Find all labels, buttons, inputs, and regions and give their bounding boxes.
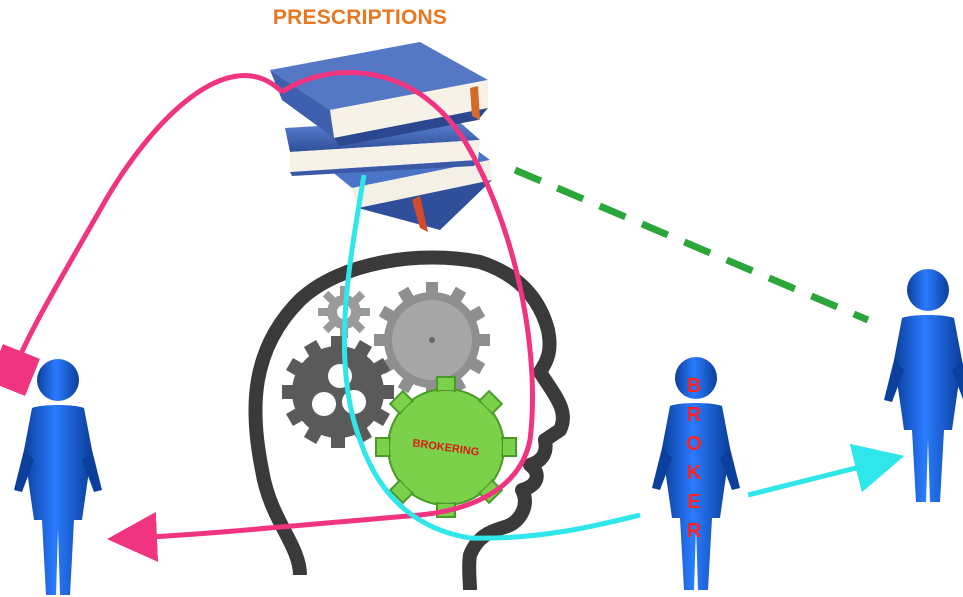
broker-letter: K [686, 462, 702, 484]
cyan-arrow-to-right-person [747, 443, 905, 498]
broker-letter: R [686, 520, 702, 542]
left-person-icon [14, 359, 102, 595]
dashed-connection-line [513, 166, 870, 324]
broker-letter: O [686, 433, 702, 455]
broker-letter: E [687, 491, 701, 513]
broker-vertical-label: B R O K E R [681, 372, 707, 546]
brokering-gear-icon: BROKERING [375, 376, 517, 518]
prescriptions-title: PRESCRIPTIONS [272, 6, 448, 29]
broker-person-icon [652, 357, 740, 590]
large-grey-gear-icon [374, 282, 490, 398]
broker-letter: B [686, 375, 702, 397]
pink-arrow-to-left-person [0, 73, 284, 396]
right-person-icon [884, 269, 963, 502]
dark-grey-gear-icon [282, 336, 394, 448]
cyan-curve-arrow [341, 174, 641, 541]
pink-loop-arrow [107, 70, 535, 562]
books-stack-icon [270, 42, 492, 232]
broker-letter: R [686, 404, 702, 426]
